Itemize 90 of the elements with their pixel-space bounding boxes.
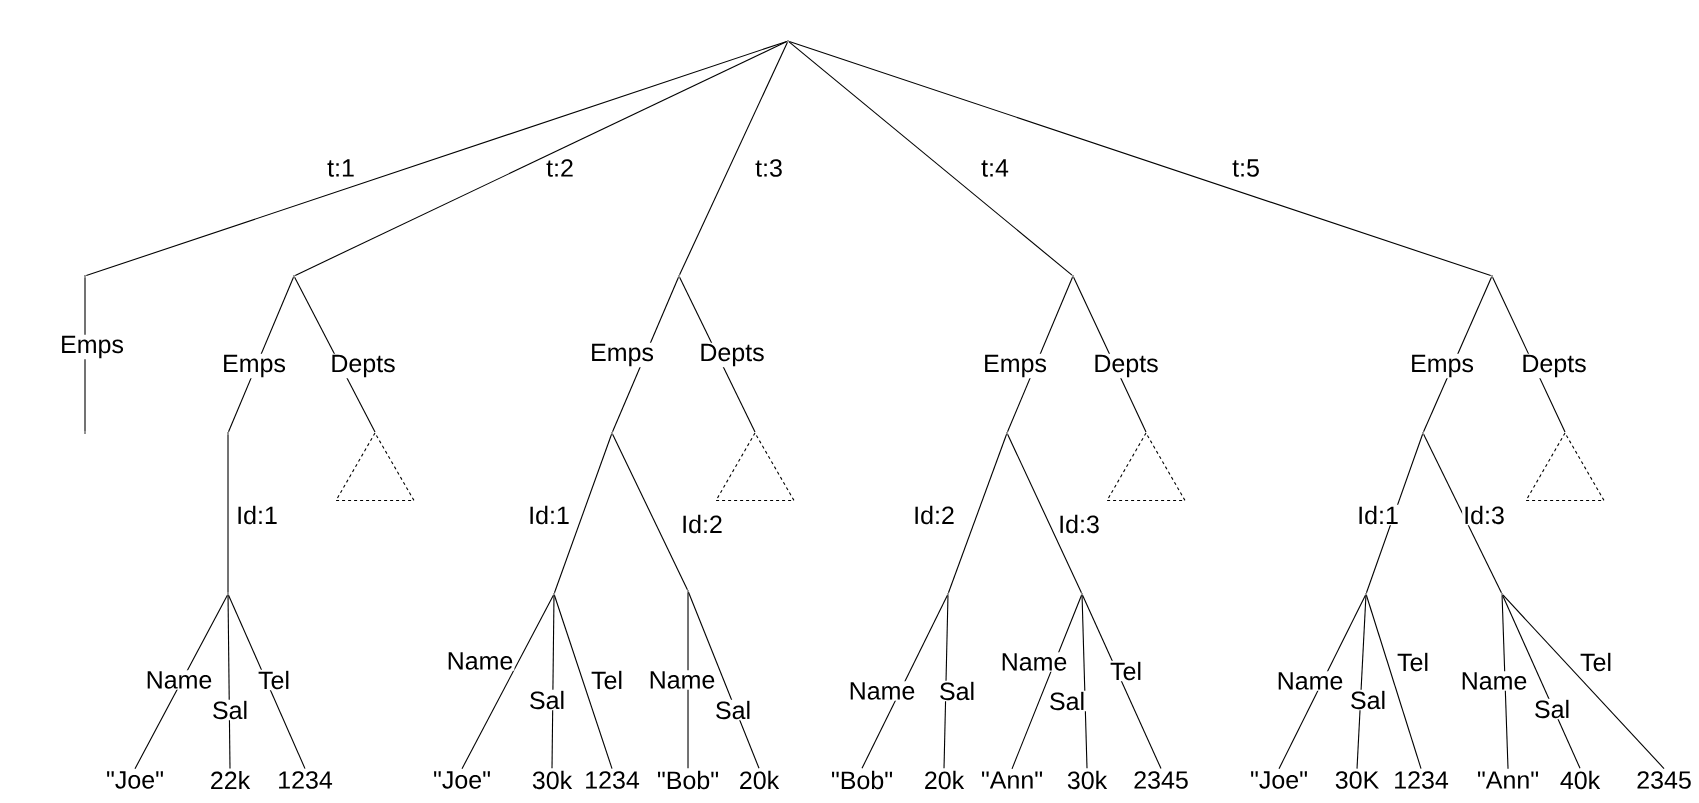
edge-label: Tel xyxy=(590,669,624,691)
tree-branch xyxy=(134,594,228,770)
tree-branch xyxy=(294,41,788,276)
edge-label: t:2 xyxy=(545,158,575,178)
tree-branch xyxy=(788,40,1492,277)
tree-branch xyxy=(1502,594,1581,769)
edge-label: Id:2 xyxy=(912,504,956,526)
tree-branch xyxy=(1082,594,1162,770)
edge-label: Emps xyxy=(982,353,1048,379)
edge-label: t:5 xyxy=(1231,158,1261,178)
edge-label: Depts xyxy=(1520,353,1588,379)
edge-label: Name xyxy=(1275,671,1345,691)
edge-label: Sal xyxy=(713,699,753,721)
edge-label: Id:1 xyxy=(527,504,571,526)
edge-label: Depts xyxy=(1092,353,1160,379)
tree-branch xyxy=(1011,594,1083,770)
tree-branch xyxy=(1423,433,1502,594)
edge-label: Id:1 xyxy=(1356,504,1400,526)
leaf-label: "Joe" xyxy=(434,771,490,789)
edge-label: Name xyxy=(1459,671,1529,691)
leaf-label: 1234 xyxy=(279,771,333,789)
leaf-label: 30K xyxy=(1335,771,1379,789)
leaf-label: 1234 xyxy=(586,771,640,789)
tree-branch xyxy=(1278,594,1366,770)
tree-branch xyxy=(1365,594,1422,770)
edge-label: Emps xyxy=(221,353,287,379)
tree-branch xyxy=(228,594,306,770)
edge-label: Name xyxy=(999,652,1069,672)
tree-branch xyxy=(1081,594,1088,769)
edge-label: Emps xyxy=(59,334,125,360)
edge-label: Emps xyxy=(589,342,655,368)
edge-label: Id:1 xyxy=(235,504,279,526)
edge-label: Name xyxy=(847,681,917,701)
edge-label: Sal xyxy=(1348,689,1388,711)
leaf-label: "Ann" xyxy=(1477,771,1539,789)
edge-label: Tel xyxy=(1396,651,1430,673)
leaf-label: "Bob" xyxy=(657,770,719,790)
leaf-label: 30k xyxy=(1067,770,1108,790)
edge-label: Name xyxy=(647,670,717,690)
tree-branch xyxy=(85,40,788,277)
leaf-label: "Joe" xyxy=(107,771,163,789)
edge-label: Name xyxy=(144,670,214,690)
edge-label: Emps xyxy=(1409,353,1475,379)
edge-label: Sal xyxy=(1047,690,1087,712)
tree-branch xyxy=(687,591,760,769)
edge-label: Tel xyxy=(1109,660,1143,682)
edge-label: Name xyxy=(445,651,515,671)
edge-label: Depts xyxy=(698,342,766,368)
leaf-label: "Joe" xyxy=(1251,771,1307,789)
tree-branch xyxy=(461,594,554,770)
tree-branch xyxy=(788,41,1073,276)
edge-label: Id:2 xyxy=(680,513,724,535)
edge-label: t:3 xyxy=(754,158,784,178)
edge-label: Id:3 xyxy=(1462,504,1506,526)
leaf-label: 2345 xyxy=(1637,771,1691,789)
leaf-label: 40k xyxy=(1560,770,1601,790)
tree-branch xyxy=(227,433,229,594)
tree-branch xyxy=(1501,594,1509,770)
tree-branch xyxy=(679,41,788,276)
tree-branch xyxy=(947,433,1008,594)
leaf-label: "Bob" xyxy=(831,770,893,790)
edge-label: Tel xyxy=(257,669,291,691)
tree-branch xyxy=(1007,433,1082,594)
edge-label: Sal xyxy=(937,680,977,702)
tree-branch xyxy=(1502,594,1665,770)
edge-label: Id:3 xyxy=(1057,513,1101,535)
tree-branch xyxy=(1365,433,1424,594)
leaf-label: "Ann" xyxy=(981,771,1043,789)
tree-branch xyxy=(612,433,688,591)
leaf-label: 1234 xyxy=(1395,771,1449,789)
leaf-label: 20k xyxy=(925,770,965,790)
edge-label: Tel xyxy=(1579,651,1613,673)
tree-branch xyxy=(551,594,555,769)
edge-label: Sal xyxy=(210,699,250,721)
leaf-label: 20k xyxy=(740,770,780,790)
tree-branch xyxy=(861,594,948,769)
edge-label: t:4 xyxy=(980,158,1010,178)
tree-branch xyxy=(687,591,689,769)
tree-branch xyxy=(1356,594,1367,770)
leaf-label: 22k xyxy=(211,770,251,790)
tree-branch xyxy=(227,594,231,769)
tree-branch xyxy=(553,433,613,594)
edge-label: Sal xyxy=(527,689,567,711)
edge-label: Sal xyxy=(1532,698,1572,720)
tree-branch xyxy=(943,594,949,769)
edge-label: Depts xyxy=(329,353,397,379)
edge-label: t:1 xyxy=(326,158,356,178)
leaf-label: 2345 xyxy=(1134,771,1188,789)
leaf-label: 30k xyxy=(532,770,573,790)
tree-branch xyxy=(553,594,613,770)
